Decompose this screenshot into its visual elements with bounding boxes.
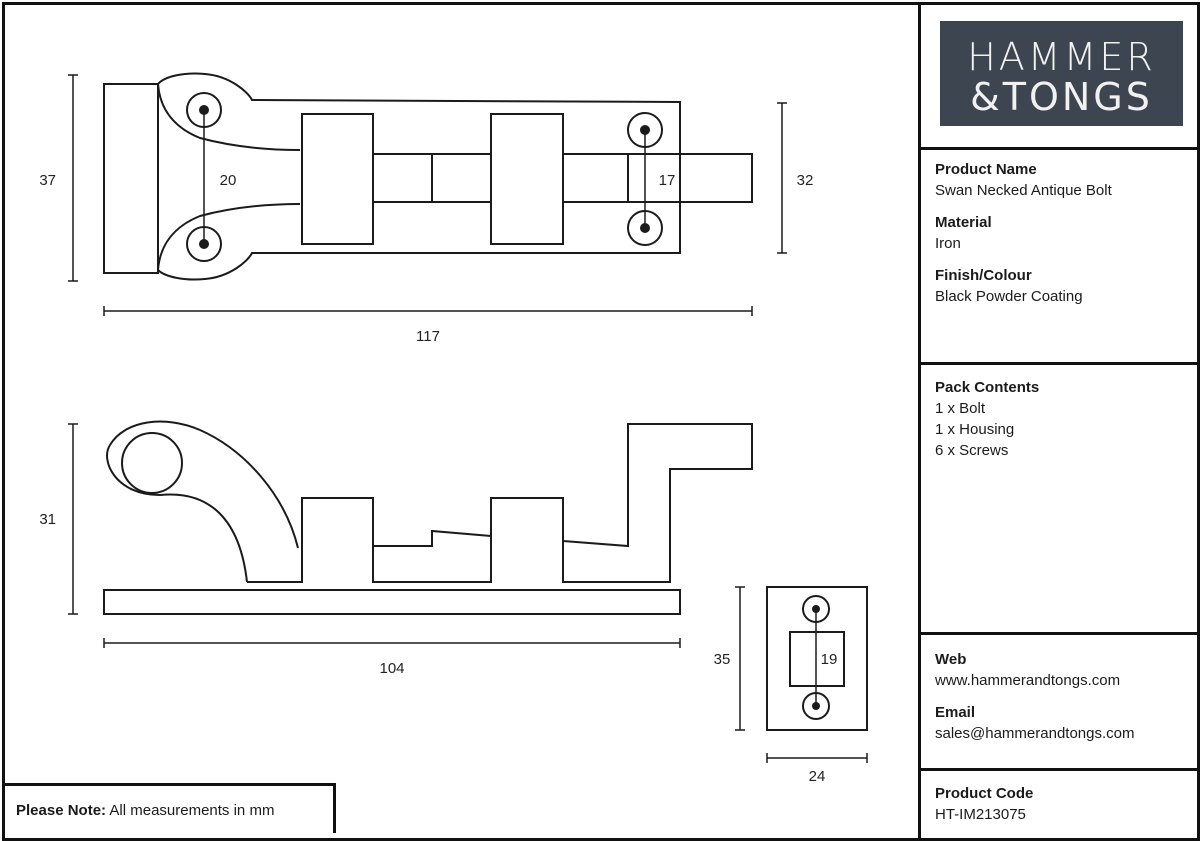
web-label: Web (935, 651, 967, 668)
dim-top-hole-spacing: 20 (220, 172, 237, 189)
material-value: Iron (935, 235, 961, 252)
back-plate-flange (103, 83, 159, 274)
note-text: All measurements in mm (109, 802, 275, 819)
dim-keep-slot: 19 (821, 651, 838, 668)
staple-left (301, 113, 374, 245)
logo-line2: &TONGS (970, 75, 1153, 119)
base-plate (103, 589, 681, 615)
material-label: Material (935, 214, 992, 231)
email-link[interactable]: sales@hammerandtongs.com (935, 725, 1135, 742)
email-label: Email (935, 704, 976, 721)
product-code-panel: Product Code HT-IM213075 (921, 771, 1200, 839)
housing-plate (157, 72, 681, 281)
bolt-profile (247, 423, 753, 583)
product-code-label: Product Code (935, 785, 1034, 802)
bolt-bar-end (562, 153, 753, 203)
logo-panel: HAMMER &TONGS (921, 2, 1200, 150)
product-name-label: Product Name (935, 161, 1037, 178)
brand-logo: HAMMER &TONGS (940, 21, 1183, 126)
product-name: Swan Necked Antique Bolt (935, 182, 1112, 199)
list-item: 6 x Screws (935, 442, 1009, 459)
swan-neck-curve (106, 420, 299, 583)
dim-top-length: 117 (416, 328, 440, 345)
technical-drawing: 37 20 17 32 117 31 104 35 19 24 (39, 72, 868, 785)
keep-front-view (766, 586, 868, 731)
finish-label: Finish/Colour (935, 267, 1032, 284)
contact-panel: Web www.hammerandtongs.com Email sales@h… (921, 635, 1200, 771)
dim-top-right-height: 32 (797, 172, 814, 189)
swan-neck-upper (157, 83, 301, 151)
dim-top-height: 37 (39, 172, 56, 189)
finish-value: Black Powder Coating (935, 288, 1083, 305)
info-sidebar: HAMMER &TONGS Product Name Swan Necked A… (918, 2, 1200, 841)
bolt-top-view (103, 72, 753, 281)
swan-neck-lower (157, 203, 301, 271)
product-details-panel: Product Name Swan Necked Antique Bolt Ma… (921, 150, 1200, 365)
keep-slot (789, 631, 845, 687)
pack-contents-panel: Pack Contents 1 x Bolt 1 x Housing 6 x S… (921, 365, 1200, 635)
list-item: 1 x Housing (935, 421, 1015, 438)
handle-ring-icon (121, 432, 183, 494)
dim-bolt-hole-spacing: 17 (659, 172, 676, 189)
keep-plate (766, 586, 868, 731)
product-code: HT-IM213075 (935, 806, 1026, 823)
bolt-side-view (103, 420, 753, 615)
dim-side-height: 31 (39, 511, 56, 528)
measurement-note: Please Note: All measurements in mm (2, 783, 336, 833)
dim-side-length: 104 (379, 660, 404, 677)
staple-right (490, 113, 564, 245)
web-link[interactable]: www.hammerandtongs.com (935, 672, 1121, 689)
dim-keep-height: 35 (714, 651, 731, 668)
list-item: 1 x Bolt (935, 400, 986, 417)
dim-keep-width: 24 (809, 768, 826, 785)
note-label: Please Note: (16, 802, 107, 819)
pack-contents-label: Pack Contents (935, 379, 1040, 396)
logo-line1: HAMMER (967, 35, 1156, 79)
